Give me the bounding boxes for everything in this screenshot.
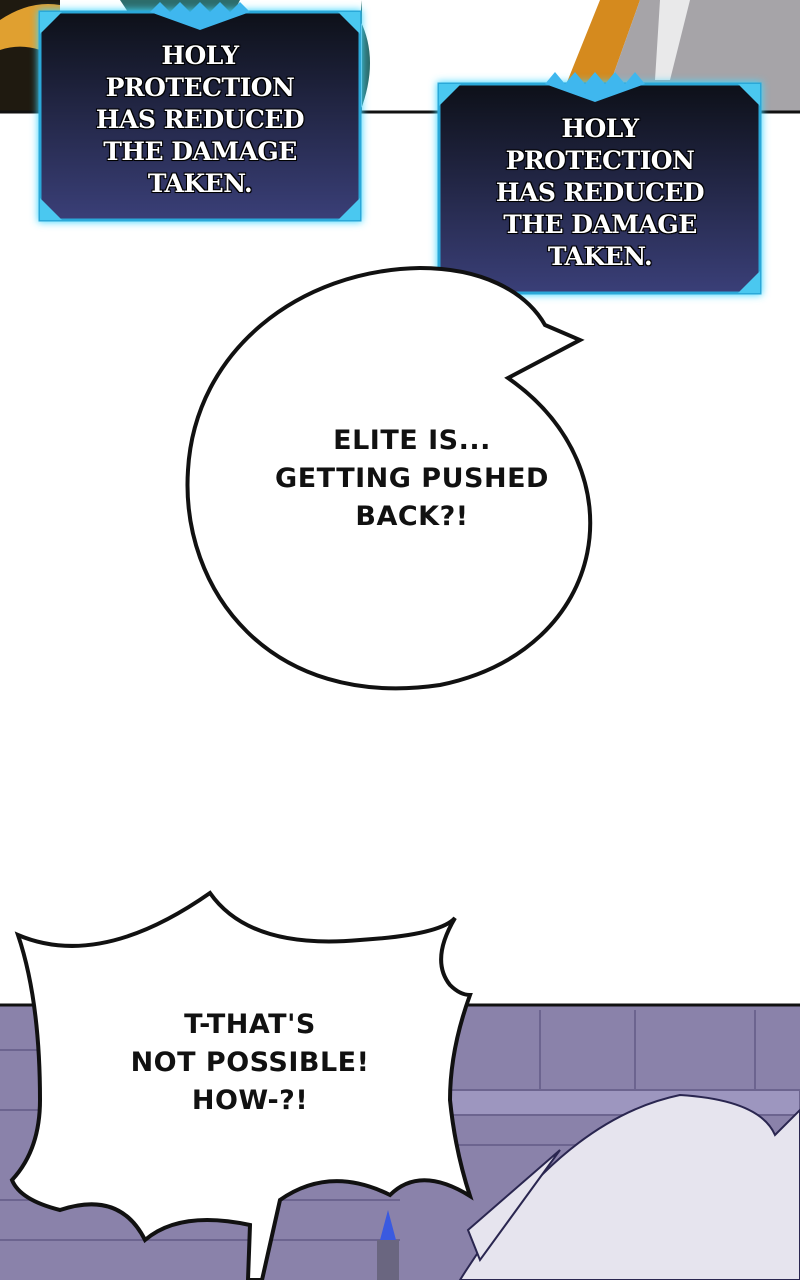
speech-text-1: ELITE IS... GETTING PUSHED BACK?! — [212, 422, 612, 536]
message-line: HOLY — [161, 41, 239, 70]
message-line: HOLY — [561, 114, 639, 143]
speech-line: HOW-?! — [191, 1085, 309, 1116]
system-message-1: HOLY PROTECTION HAS REDUCED THE DAMAGE T… — [40, 40, 360, 200]
message-line: PROTECTION — [105, 73, 295, 102]
message-line: TAKEN. — [547, 242, 653, 271]
message-line: THE DAMAGE — [103, 137, 297, 166]
speech-line: T-THAT'S — [184, 1009, 316, 1040]
speech-bubble-shout — [9, 890, 474, 1280]
speech-line: ELITE IS... — [333, 425, 491, 456]
message-line: HAS REDUCED — [495, 178, 705, 207]
system-box-1 — [38, 2, 362, 222]
system-box-2 — [437, 72, 762, 295]
speech-line: NOT POSSIBLE! — [130, 1047, 370, 1078]
speech-bubble-round — [185, 265, 593, 691]
speech-line: BACK?! — [355, 501, 469, 532]
message-line: THE DAMAGE — [503, 210, 697, 239]
message-line: PROTECTION — [505, 146, 695, 175]
system-message-2: HOLY PROTECTION HAS REDUCED THE DAMAGE T… — [440, 113, 760, 273]
message-line: TAKEN. — [147, 169, 253, 198]
speech-line: GETTING PUSHED — [275, 463, 549, 494]
speech-text-2: T-THAT'S NOT POSSIBLE! HOW-?! — [80, 1006, 420, 1120]
message-line: HAS REDUCED — [95, 105, 305, 134]
